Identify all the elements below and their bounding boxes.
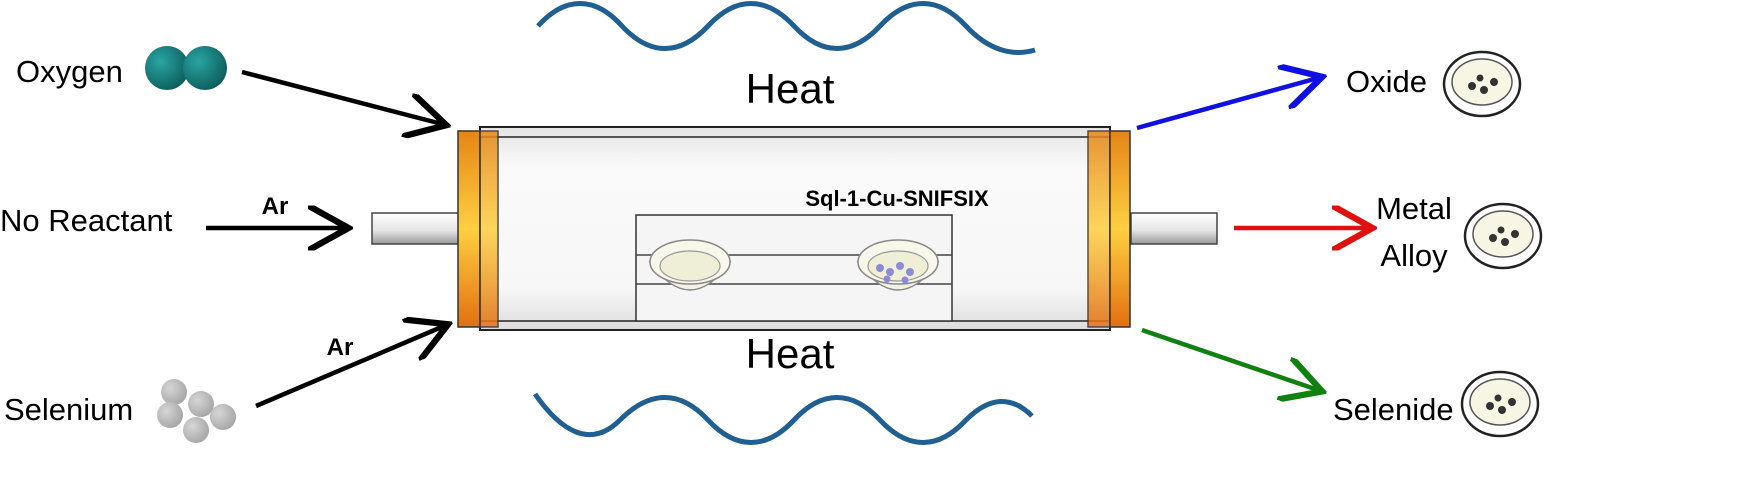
sample-particle	[886, 268, 894, 276]
no-reactant-label: No Reactant	[0, 203, 173, 238]
sample-particle	[876, 264, 884, 272]
sample-label: Sql-1-Cu-SNIFSIX	[805, 186, 989, 211]
selenium-cluster-icon	[157, 379, 236, 443]
right-flange-outer	[1109, 130, 1131, 328]
oxide-label: Oxide	[1346, 64, 1427, 99]
ar-label-lower: Ar	[327, 334, 354, 361]
sample-crucible	[856, 239, 940, 291]
selenide-arrow	[1141, 327, 1318, 390]
right-flange-inner	[1087, 130, 1111, 328]
selenide-label: Selenide	[1333, 392, 1454, 427]
selenide-crucible-icon	[1460, 370, 1540, 438]
heat-wave-top	[536, 1, 1036, 55]
left-flange-outer	[457, 130, 481, 328]
alloy-label: Alloy	[1380, 238, 1448, 273]
selenium-arrow	[255, 326, 444, 409]
oxide-arrow	[1136, 78, 1318, 131]
metal-label: Metal	[1376, 191, 1452, 226]
outlet-pipe	[1130, 212, 1218, 245]
oxide-crucible-icon	[1442, 50, 1522, 118]
empty-crucible	[648, 239, 732, 291]
oxygen-molecule-icon	[145, 46, 227, 90]
sample-particle	[896, 262, 904, 270]
oxygen-label: Oxygen	[16, 54, 123, 89]
sample-particle	[901, 276, 909, 284]
left-flange-inner	[479, 130, 499, 328]
selenium-label: Selenium	[4, 392, 133, 427]
oxygen-arrow	[241, 69, 442, 124]
heat-wave-bottom	[532, 392, 1034, 445]
ar-label-upper: Ar	[262, 193, 289, 220]
sample-particle	[883, 275, 891, 283]
heat-label-top: Heat	[746, 65, 835, 112]
sample-particle	[906, 268, 914, 276]
metal-alloy-crucible-icon	[1463, 202, 1543, 270]
inlet-pipe	[371, 212, 461, 245]
heat-label-bottom: Heat	[746, 330, 835, 377]
